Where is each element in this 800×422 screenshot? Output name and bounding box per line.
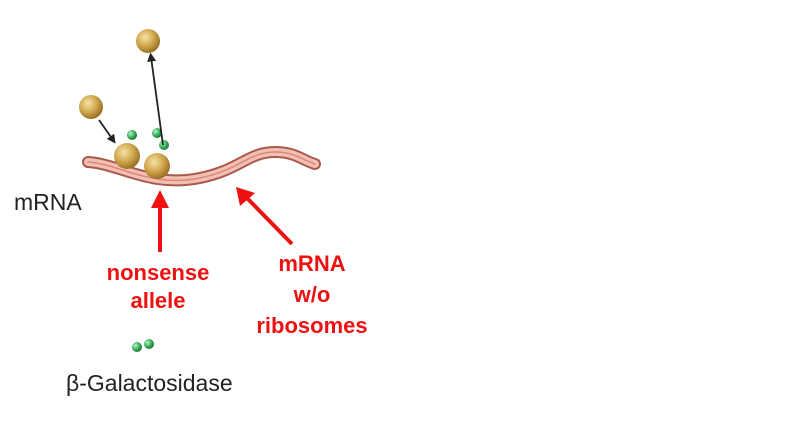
mrna-label: mRNA xyxy=(14,189,82,215)
ribosome-on-mrna-1 xyxy=(114,143,140,169)
ribosome-on-mrna-2 xyxy=(144,153,170,179)
trna-dot-1 xyxy=(127,130,137,140)
ribosome-top xyxy=(136,29,160,53)
ribosome-exit-arrow xyxy=(147,52,164,146)
nonsense-label-line1: nonsense xyxy=(107,260,210,285)
trna-dot-3 xyxy=(159,140,169,150)
no-ribosome-label-line2: w/o xyxy=(293,282,331,307)
mrna-strand xyxy=(82,145,321,187)
no-ribosome-arrow xyxy=(236,187,294,246)
no-ribosome-label-line1: mRNA xyxy=(278,251,345,276)
no-ribosome-label-line3: ribosomes xyxy=(256,313,367,338)
nonsense-allele-arrow xyxy=(151,190,169,252)
ribosome-entry-arrow xyxy=(98,119,116,144)
beta-gal-dot-1 xyxy=(132,342,142,352)
beta-gal-dot-2 xyxy=(144,339,154,349)
trna-dot-2 xyxy=(152,128,162,138)
beta-galactosidase-label: β-Galactosidase xyxy=(66,370,233,396)
ribosome-left xyxy=(79,95,103,119)
nonsense-label-line2: allele xyxy=(130,288,185,313)
